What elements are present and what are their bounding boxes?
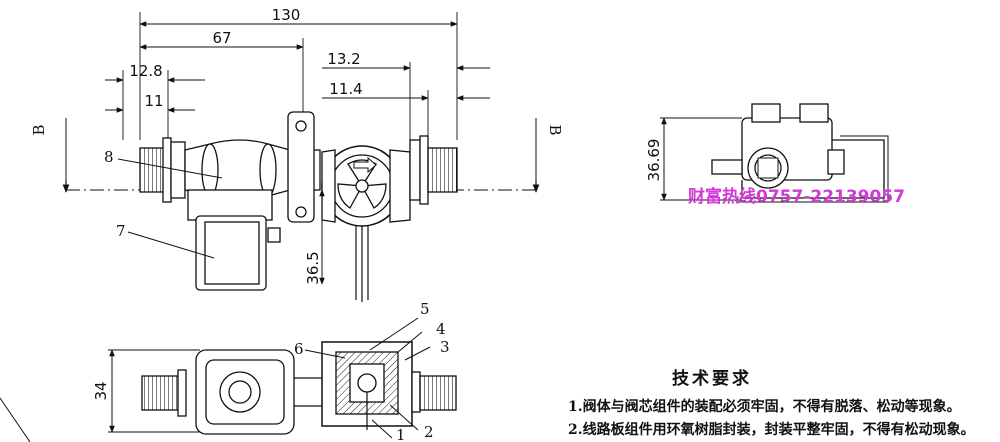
part-label-3: 3: [440, 338, 450, 356]
dim-bottom-width: 34: [92, 381, 110, 400]
section-mark-left: B: [30, 124, 48, 135]
side-view: [660, 103, 889, 203]
dim-thread-11: 11: [144, 92, 163, 110]
bottom-view: [108, 317, 457, 439]
dim-overall-length: 130: [272, 6, 301, 24]
dim-right-13-2: 13.2: [327, 50, 360, 68]
dim-height-36-5: 36.5: [304, 251, 322, 284]
part-label-8: 8: [104, 148, 114, 166]
dim-thread-12-8: 12.8: [129, 62, 162, 80]
part-label-6: 6: [294, 340, 304, 358]
dim-center-to-outlet: 67: [212, 29, 231, 47]
note-item-2: 2.线路板组件用环氧树脂封装，封装平整牢固，不得有松动现象。: [568, 422, 975, 438]
part-label-4: 4: [436, 320, 446, 338]
watermark-text: 财富热线0757-22139057: [687, 186, 905, 207]
dim-right-11-4: 11.4: [329, 80, 362, 98]
dim-side-height: 36.69: [645, 139, 663, 182]
front-view: [62, 12, 540, 302]
part-label-5: 5: [420, 300, 430, 318]
part-label-7: 7: [116, 222, 126, 240]
part-label-1: 1: [396, 426, 406, 442]
note-item-1: 1.阀体与阀芯组件的装配必须牢固，不得有脱落、松动等现象。: [568, 399, 961, 415]
part-label-2: 2: [424, 423, 434, 441]
section-mark-right: B: [546, 124, 564, 135]
notes-title: 技术要求: [672, 369, 752, 389]
